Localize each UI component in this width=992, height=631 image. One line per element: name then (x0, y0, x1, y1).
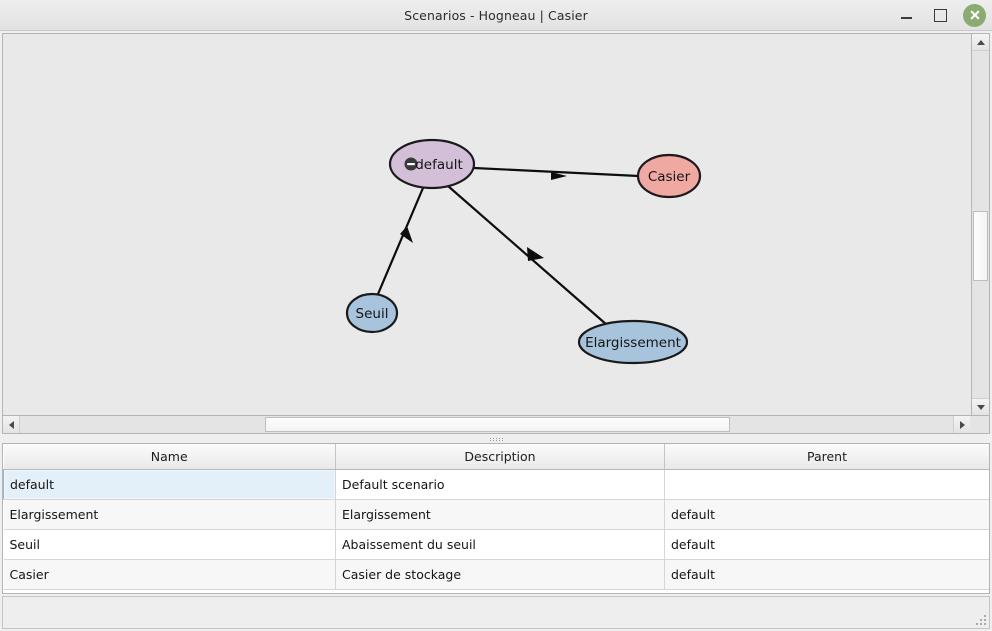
horizontal-scroll-track[interactable] (20, 416, 953, 433)
table-row[interactable]: Casier Casier de stockage default (3, 559, 989, 590)
cell-parent[interactable] (664, 469, 989, 500)
cell-name[interactable]: default (3, 468, 336, 500)
cell-name[interactable]: Casier (3, 559, 336, 590)
cell-name[interactable]: Seuil (3, 529, 336, 560)
close-icon[interactable] (963, 3, 986, 27)
graph-node-elargissement-label: Elargissement (585, 335, 681, 351)
edge-default-seuil (376, 187, 425, 295)
edge-default-casier (473, 166, 639, 180)
scrollbar-corner (970, 416, 989, 433)
scroll-up-arrow-icon[interactable] (972, 34, 989, 51)
cell-parent[interactable]: default (664, 559, 989, 590)
graph-node-seuil[interactable]: Seuil (345, 292, 399, 334)
table-empty-area (3, 589, 989, 593)
cell-description[interactable]: Elargissement (335, 499, 665, 530)
graph-node-seuil-label: Seuil (356, 306, 389, 322)
window-title: Scenarios - Hogneau | Casier (404, 7, 588, 23)
column-header-parent[interactable]: Parent (664, 444, 989, 470)
column-header-name[interactable]: Name (3, 444, 336, 470)
horizontal-scroll-thumb[interactable] (265, 417, 730, 432)
title-bar: Scenarios - Hogneau | Casier (0, 0, 992, 31)
scenario-graph-svg: default Casier Seuil El (345, 138, 702, 365)
edge-default-elargissement (447, 185, 608, 326)
graph-node-default-label: default (415, 157, 463, 173)
table-header-row: Name Description Parent (3, 444, 989, 470)
graph-node-casier[interactable]: Casier (636, 153, 702, 199)
column-header-description[interactable]: Description (335, 444, 665, 470)
cell-parent[interactable]: default (664, 529, 989, 560)
table-row[interactable]: default Default scenario (3, 468, 989, 500)
cell-description[interactable]: Default scenario (335, 469, 665, 500)
cell-description[interactable]: Casier de stockage (335, 559, 665, 590)
vertical-scroll-track[interactable] (972, 51, 989, 398)
maximize-icon[interactable] (929, 4, 951, 26)
scroll-left-arrow-icon[interactable] (3, 416, 20, 433)
minimize-icon[interactable] (895, 4, 917, 26)
table-row[interactable]: Seuil Abaissement du seuil default (3, 529, 989, 560)
status-bar (2, 596, 990, 629)
cell-name[interactable]: Elargissement (3, 499, 336, 530)
scenarios-table: Name Description Parent default Default … (2, 443, 990, 594)
graph-node-default[interactable]: default (388, 138, 476, 190)
table-row[interactable]: Elargissement Elargissement default (3, 499, 989, 530)
cell-description[interactable]: Abaissement du seuil (335, 529, 665, 560)
cell-parent[interactable]: default (664, 499, 989, 530)
resize-grip-icon[interactable] (976, 615, 986, 625)
minus-circle-icon[interactable] (404, 157, 418, 171)
vertical-scroll-thumb[interactable] (973, 211, 988, 281)
graph-horizontal-scrollbar[interactable] (2, 416, 990, 434)
graph-node-elargissement[interactable]: Elargissement (577, 319, 689, 365)
graph-row: default Casier Seuil El (2, 33, 990, 416)
pane-splitter[interactable] (0, 434, 992, 443)
scroll-down-arrow-icon[interactable] (972, 398, 989, 415)
graph-vertical-scrollbar[interactable] (971, 33, 990, 416)
scroll-right-arrow-icon[interactable] (953, 416, 970, 433)
window-controls (895, 0, 986, 30)
graph-canvas[interactable]: default Casier Seuil El (2, 33, 971, 416)
scenario-graph-pane: default Casier Seuil El (0, 31, 992, 434)
graph-node-casier-label: Casier (648, 169, 691, 185)
